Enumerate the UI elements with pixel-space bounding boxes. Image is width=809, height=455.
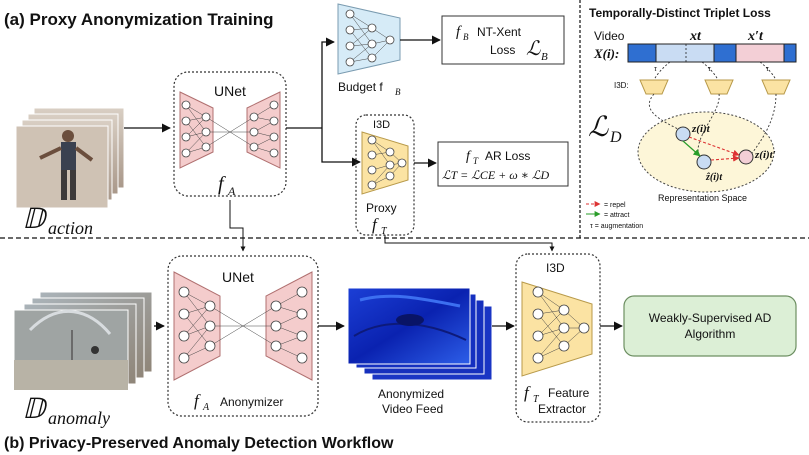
svg-text:Feature: Feature xyxy=(548,386,590,400)
svg-text:f: f xyxy=(194,391,201,410)
svg-text:T: T xyxy=(473,156,479,166)
feature-extractor-label: f T Feature Extractor xyxy=(524,383,590,416)
feature-i3d-label: I3D xyxy=(546,261,565,275)
svg-text:T: T xyxy=(381,226,388,237)
budget-label: Budget f B xyxy=(338,80,401,97)
wsad-line1: Weakly-Supervised AD xyxy=(649,311,772,325)
svg-text:NT-Xent: NT-Xent xyxy=(477,25,522,39)
svg-text:D: D xyxy=(609,129,622,146)
triplet-i3d-label: I3D: xyxy=(614,81,629,90)
unet-a-label: UNet xyxy=(214,83,246,99)
svg-text:𝔻: 𝔻 xyxy=(22,204,48,235)
encoder-to-embedding-paths xyxy=(648,93,777,159)
feature-extractor-container xyxy=(515,253,601,423)
xt-prime-label: x′t xyxy=(747,29,764,44)
tau-2: τ xyxy=(708,64,712,73)
ar-loss-text: f T AR Loss ℒT = ℒCE + ω ∗ ℒD xyxy=(442,149,550,182)
svg-text:ℒ: ℒ xyxy=(588,112,609,143)
feature-i3d-network xyxy=(521,281,593,377)
svg-text:action: action xyxy=(48,218,93,238)
svg-text:AR Loss: AR Loss xyxy=(485,149,530,163)
z-anchor: z(i)t xyxy=(691,123,711,135)
unet-b-container xyxy=(167,255,319,417)
svg-text:f: f xyxy=(372,215,379,234)
svg-text:Extractor: Extractor xyxy=(538,402,586,416)
ar-loss-box xyxy=(437,141,569,187)
unet-a-container xyxy=(173,71,287,197)
rep-space-label: Representation Space xyxy=(658,193,747,203)
xt-label: xt xyxy=(689,29,702,44)
svg-text:Budget f: Budget f xyxy=(338,80,383,94)
triplet-i3d-encoders xyxy=(639,79,791,95)
embeddings xyxy=(675,126,754,170)
svg-text:A: A xyxy=(202,402,210,413)
svg-text:f: f xyxy=(218,173,226,195)
proxy-label: Proxy xyxy=(366,201,397,215)
svg-text:Video Feed: Video Feed xyxy=(382,402,443,416)
fa-b-label: f A Anonymizer xyxy=(194,391,283,413)
triplet-legend xyxy=(586,201,601,217)
svg-text:Loss: Loss xyxy=(490,43,515,57)
anonymized-video-feed xyxy=(347,287,493,381)
ft-a-label: f T xyxy=(372,215,388,237)
svg-text:f: f xyxy=(456,24,462,40)
svg-text:f: f xyxy=(466,149,472,164)
legend-repel: = repel xyxy=(604,202,626,209)
svg-text:B: B xyxy=(463,32,469,42)
proxy-i3d-label: I3D xyxy=(373,119,390,131)
svg-text:anomaly: anomaly xyxy=(48,408,110,428)
action-video-frames xyxy=(15,107,125,209)
section-a-title: (a) Proxy Anonymization Training xyxy=(4,10,274,29)
wsad-line2: Algorithm xyxy=(685,327,736,341)
video-label: Video xyxy=(594,29,625,43)
d-action-label: 𝔻 action xyxy=(22,204,93,238)
svg-text:Anonymized: Anonymized xyxy=(378,387,444,401)
budget-loss-text: f B NT-Xent Loss ℒ B xyxy=(456,24,548,63)
svg-text:B: B xyxy=(395,87,401,97)
svg-text:T: T xyxy=(533,394,540,405)
legend-attract: = attract xyxy=(604,212,630,219)
svg-text:𝔻: 𝔻 xyxy=(22,394,48,425)
svg-text:B: B xyxy=(541,51,548,63)
svg-text:ℒ: ℒ xyxy=(526,38,541,60)
fa-a-label: f A xyxy=(218,173,236,198)
anomaly-video-frames xyxy=(13,291,153,391)
unet-b-network xyxy=(173,271,313,381)
budget-loss-box xyxy=(441,15,565,65)
tau-1: τ xyxy=(654,64,658,73)
tau-arrows xyxy=(653,61,777,81)
anonymized-feed-label: Anonymized Video Feed xyxy=(378,387,444,416)
representation-space xyxy=(637,111,775,193)
budget-network xyxy=(337,3,401,75)
z-positive: ẑ(i)t xyxy=(705,172,723,183)
tau-3: τ xyxy=(766,64,770,73)
svg-text:ℒT = ℒCE + ω ∗ ℒD: ℒT = ℒCE + ω ∗ ℒD xyxy=(442,168,550,182)
unet-b-label: UNet xyxy=(222,269,254,285)
svg-text:A: A xyxy=(227,184,236,198)
unet-a-network xyxy=(179,91,281,169)
d-anomaly-label: 𝔻 anomaly xyxy=(22,394,110,428)
video-symbol: X(i): xyxy=(593,46,619,61)
wsad-algorithm-box xyxy=(623,295,797,357)
svg-text:Anonymizer: Anonymizer xyxy=(220,395,283,409)
proxy-i3d-network xyxy=(361,131,409,195)
ld-symbol: ℒ D xyxy=(588,112,622,146)
z-negative: z(i)t′ xyxy=(754,149,776,161)
legend-tau: τ = augmentation xyxy=(590,223,643,230)
svg-text:f: f xyxy=(524,383,531,402)
video-strip xyxy=(627,43,797,63)
section-b-title: (b) Privacy-Preserved Anomaly Detection … xyxy=(4,435,394,452)
triplet-title: Temporally-Distinct Triplet Loss xyxy=(589,6,771,20)
